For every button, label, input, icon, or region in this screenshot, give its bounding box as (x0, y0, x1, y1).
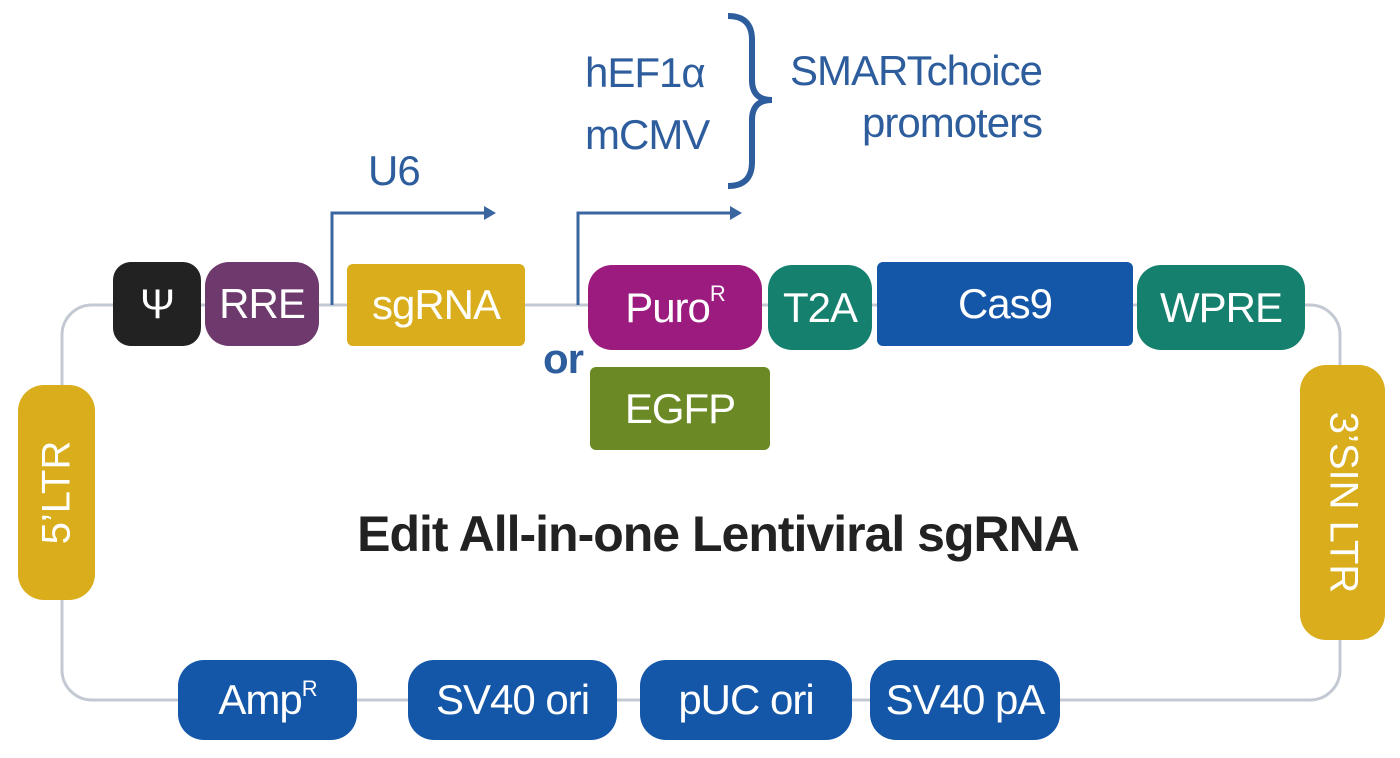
puro-superscript: R (709, 281, 726, 306)
u6-promoter-arrow (330, 211, 484, 305)
smartchoice-promoter-arrow (576, 211, 730, 305)
cas9-element: Cas9 (877, 262, 1133, 346)
puc-ori-element: pUC ori (640, 660, 852, 740)
smartchoice-arrowhead (730, 206, 742, 220)
sv40-ori-element: SV40 ori (408, 660, 617, 740)
rre-label: RRE (219, 280, 306, 327)
cas9-label: Cas9 (957, 280, 1053, 327)
wpre-label: WPRE (1160, 283, 1283, 331)
amp-superscript: R (301, 676, 318, 701)
rre-element: RRE (205, 262, 319, 346)
egfp-element: EGFP (590, 367, 770, 450)
ltr3-label: 3’SIN LTR (1321, 411, 1365, 594)
sv40-pa-element: SV40 pA (870, 660, 1060, 740)
smartchoice-label: SMARTchoice (790, 47, 1043, 94)
ltr3-element: 3’SIN LTR (1300, 365, 1385, 640)
promoter-hef1a: hEF1α (585, 49, 706, 96)
u6-arrowhead (484, 206, 496, 220)
sv40-pa-label: SV40 pA (885, 676, 1046, 723)
sv40-ori-label: SV40 ori (435, 676, 590, 723)
psi-label: Ψ (139, 280, 175, 327)
wpre-element: WPRE (1137, 265, 1305, 350)
curly-brace (727, 13, 773, 189)
promoter-mcmv: mCMV (585, 111, 710, 158)
promoters-label: promoters (862, 99, 1043, 146)
puro-label: Puro (625, 283, 711, 331)
puc-ori-label: pUC ori (678, 676, 814, 723)
psi-element: Ψ (113, 262, 201, 346)
sgrna-label: sgRNA (371, 281, 501, 328)
u6-label: U6 (368, 147, 421, 194)
t2a-element: T2A (768, 265, 872, 350)
egfp-label: EGFP (624, 384, 736, 432)
plasmid-backbone (60, 303, 1342, 702)
ltr5-element: 5’LTR (18, 385, 95, 600)
vector-title: Edit All-in-one Lentiviral sgRNA (357, 506, 1080, 562)
or-label: or (543, 335, 584, 382)
amp-label: Amp (218, 676, 302, 723)
t2a-label: T2A (782, 283, 858, 331)
sgrna-element: sgRNA (347, 264, 525, 346)
